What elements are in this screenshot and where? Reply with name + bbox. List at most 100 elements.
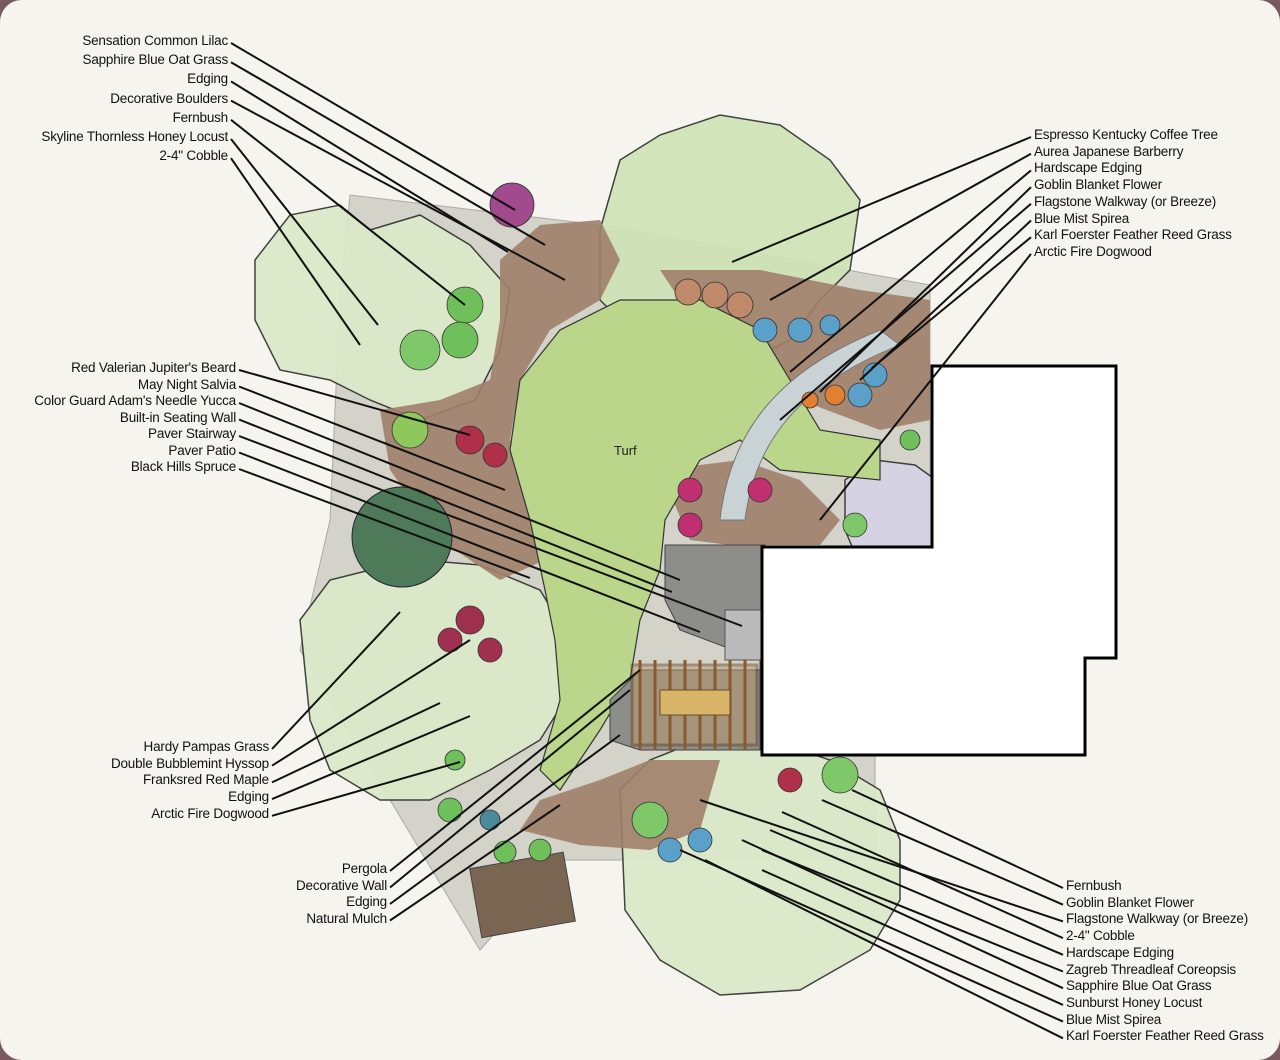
callout-label: Karl Foerster Feather Reed Grass: [1066, 1028, 1264, 1044]
leader-line: [761, 849, 1064, 973]
callout-label: Natural Mulch: [306, 910, 387, 926]
callout-label: Double Bubblemint Hyssop: [110, 755, 269, 771]
leader-line: [389, 689, 631, 889]
leader-line: [238, 418, 673, 593]
plant-symbol: [687, 827, 713, 853]
callout-label: Edging: [346, 894, 387, 909]
callout-label: Goblin Blanket Flower: [1066, 894, 1194, 910]
house-footprint: [760, 364, 1118, 757]
leader-line: [731, 136, 1032, 263]
plant-symbol: [441, 321, 479, 359]
callout-label: May Night Salvia: [137, 376, 236, 392]
leader-line: [699, 799, 1064, 923]
leader-line: [819, 253, 1032, 521]
callout-label: Black Hills Spruce: [130, 459, 236, 474]
callout-label: Edging: [228, 789, 269, 805]
leader-line: [230, 61, 546, 246]
storage-pad: [469, 851, 576, 939]
leader-line: [769, 152, 1032, 301]
callout-label: 2-4" Cobble: [1066, 928, 1135, 944]
leader-line: [389, 734, 621, 905]
plant-symbol: [777, 767, 803, 793]
pergola: [630, 660, 759, 750]
leader-line: [704, 859, 1064, 1040]
callout-label: Aurea Japanese Barberry: [1034, 143, 1184, 159]
plant-symbol: [701, 281, 729, 309]
callout-label: Fernbush: [172, 109, 229, 125]
plant-symbol: [824, 384, 846, 406]
callout-label: Fernbush: [1066, 878, 1122, 893]
callout-label: Karl Foerster Feather Reed Grass: [1034, 227, 1232, 243]
leader-line: [230, 157, 361, 346]
plant-symbol: [631, 801, 669, 839]
plant-symbol: [455, 605, 485, 635]
plant-symbol: [493, 840, 517, 864]
leader-line: [789, 169, 1032, 373]
callout-label: Built-in Seating Wall: [119, 409, 236, 425]
leader-line: [230, 42, 516, 211]
spruce-tree: [351, 486, 453, 588]
plant-symbol: [787, 317, 813, 343]
leader-line: [238, 402, 681, 581]
callout-label: Flagstone Walkway (or Breeze): [1034, 193, 1217, 209]
callout-label: Flagstone Walkway (or Breeze): [1066, 911, 1249, 927]
plant-symbol: [752, 317, 778, 343]
plant-symbol: [674, 278, 702, 306]
callout-label: Goblin Blanket Flower: [1034, 177, 1162, 193]
leader-line: [238, 385, 506, 491]
plant-symbol: [847, 382, 873, 408]
leader-line: [741, 839, 1064, 990]
leader-line: [238, 435, 743, 627]
plant-symbol: [842, 512, 868, 538]
callout-label: Hardscape Edging: [1066, 944, 1174, 960]
leader-line: [389, 669, 641, 872]
callout-label: Sensation Common Lilac: [82, 33, 228, 48]
callout-label: Pergola: [341, 861, 387, 876]
leader-line: [851, 789, 1064, 889]
leader-line: [230, 119, 466, 306]
leader-line: [821, 799, 1064, 906]
callout-label: Sapphire Blue Oat Grass: [1066, 978, 1212, 994]
plant-symbol: [821, 756, 859, 794]
leader-line: [238, 369, 471, 436]
plant-symbol: [862, 362, 888, 388]
leader-line: [389, 804, 561, 922]
plant-symbol: [444, 749, 466, 771]
plant-symbol: [819, 314, 841, 336]
leader-line: [871, 236, 1032, 369]
leader-line: [779, 203, 1032, 421]
callout-label: Arctic Fire Dogwood: [1034, 243, 1152, 259]
plant-symbol: [437, 797, 463, 823]
callout-label: Sunburst Honey Locust: [1066, 994, 1203, 1010]
leader-line: [271, 715, 471, 801]
leader-lines: [230, 42, 1064, 1040]
plant-symbol: [479, 809, 501, 831]
callout-label: Sapphire Blue Oat Grass: [82, 52, 229, 68]
callout-label: Blue Mist Spirea: [1034, 210, 1130, 226]
plant-symbol: [677, 477, 703, 503]
callout-label: 2-4" Cobble: [159, 148, 228, 164]
plant-symbol: [477, 637, 503, 663]
leader-line: [230, 138, 379, 326]
plant-symbols: [391, 182, 921, 864]
turf-label: Turf: [614, 443, 637, 458]
plant-symbol: [528, 838, 552, 862]
leader-line: [819, 186, 1032, 393]
leader-line: [769, 829, 1064, 956]
leader-line: [271, 761, 461, 817]
callout-label: Arctic Fire Dogwood: [151, 805, 269, 821]
paver-stairway: [724, 609, 766, 661]
callout-label: Zagreb Threadleaf Coreopsis: [1066, 961, 1236, 977]
callout-label: Decorative Wall: [295, 877, 387, 893]
callout-label: Hardy Pampas Grass: [143, 739, 270, 754]
callout-label: Color Guard Adam's Needle Yucca: [34, 393, 236, 408]
leader-line: [761, 869, 1064, 1006]
callout-label: Blue Mist Spirea: [1066, 1011, 1162, 1027]
plant-symbol: [489, 182, 535, 228]
callout-label: Paver Stairway: [148, 426, 236, 441]
plant-symbol: [482, 442, 508, 468]
leader-line: [238, 451, 701, 633]
plant-symbol: [747, 477, 773, 503]
callout-label: Paver Patio: [168, 442, 236, 458]
callout-label: Espresso Kentucky Coffee Tree: [1034, 127, 1218, 142]
